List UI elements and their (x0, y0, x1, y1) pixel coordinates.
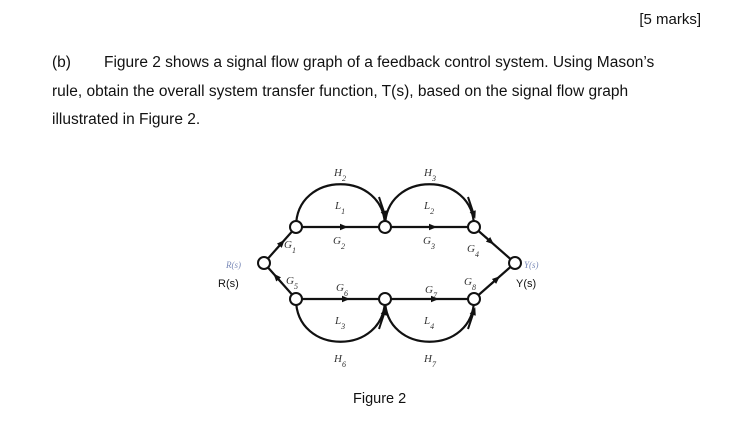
arrow-g5 (273, 273, 283, 284)
node-lower-1 (289, 292, 303, 306)
question-text: (b)Figure 2 shows a signal flow graph of… (52, 49, 702, 135)
marks-label: [5 marks] (639, 11, 701, 28)
figure-caption: Figure 2 (353, 391, 406, 407)
arrow-h2 (378, 196, 387, 219)
gain-h7: H7 (423, 353, 437, 369)
gain-g5: G5 (286, 275, 298, 291)
gain-g4: G4 (467, 243, 479, 259)
arrow-g4 (484, 235, 494, 245)
gain-l2: L2 (423, 200, 434, 216)
arrow-h6 (378, 307, 387, 330)
gain-l3: L3 (334, 315, 345, 331)
gain-g2: G2 (333, 235, 345, 251)
loop-h6 (294, 298, 387, 343)
gain-g3: G3 (423, 235, 435, 251)
gain-l1: L1 (334, 200, 345, 216)
gain-h2: H2 (333, 167, 346, 183)
question-line-2: rule, obtain the overall system transfer… (52, 82, 629, 100)
gain-h3: H3 (423, 167, 436, 183)
gain-g6: G6 (336, 282, 348, 298)
output-label-faint: Y(s) (524, 260, 539, 270)
loop-h2 (294, 183, 387, 228)
node-upper-1 (289, 220, 303, 234)
node-output (508, 256, 522, 270)
gain-g7: G7 (425, 284, 438, 300)
gain-l4: L4 (423, 315, 434, 331)
arrow-g8 (490, 276, 500, 285)
input-label-faint: R(s) (225, 260, 241, 270)
question-line-3: illustrated in Figure 2. (52, 111, 201, 128)
arrow-g1 (275, 239, 285, 251)
branch-g4 (473, 226, 516, 264)
gain-g1: G1 (284, 239, 296, 255)
arrow-h7 (467, 307, 476, 330)
node-upper-2 (378, 220, 392, 234)
node-lower-2 (378, 292, 392, 306)
question-line-1: (b)Figure 2 shows a signal flow graph of… (52, 49, 702, 78)
question-label: (b) (52, 54, 71, 71)
node-lower-3 (467, 292, 481, 306)
loop-h7 (383, 298, 476, 343)
input-label: R(s) (218, 278, 239, 290)
node-input (257, 256, 271, 270)
loop-h3 (383, 183, 476, 228)
gain-h6: H6 (333, 353, 346, 369)
gain-g8: G8 (464, 276, 476, 292)
output-label: Y(s) (516, 278, 536, 290)
arrow-h3 (467, 196, 476, 219)
node-upper-3 (467, 220, 481, 234)
